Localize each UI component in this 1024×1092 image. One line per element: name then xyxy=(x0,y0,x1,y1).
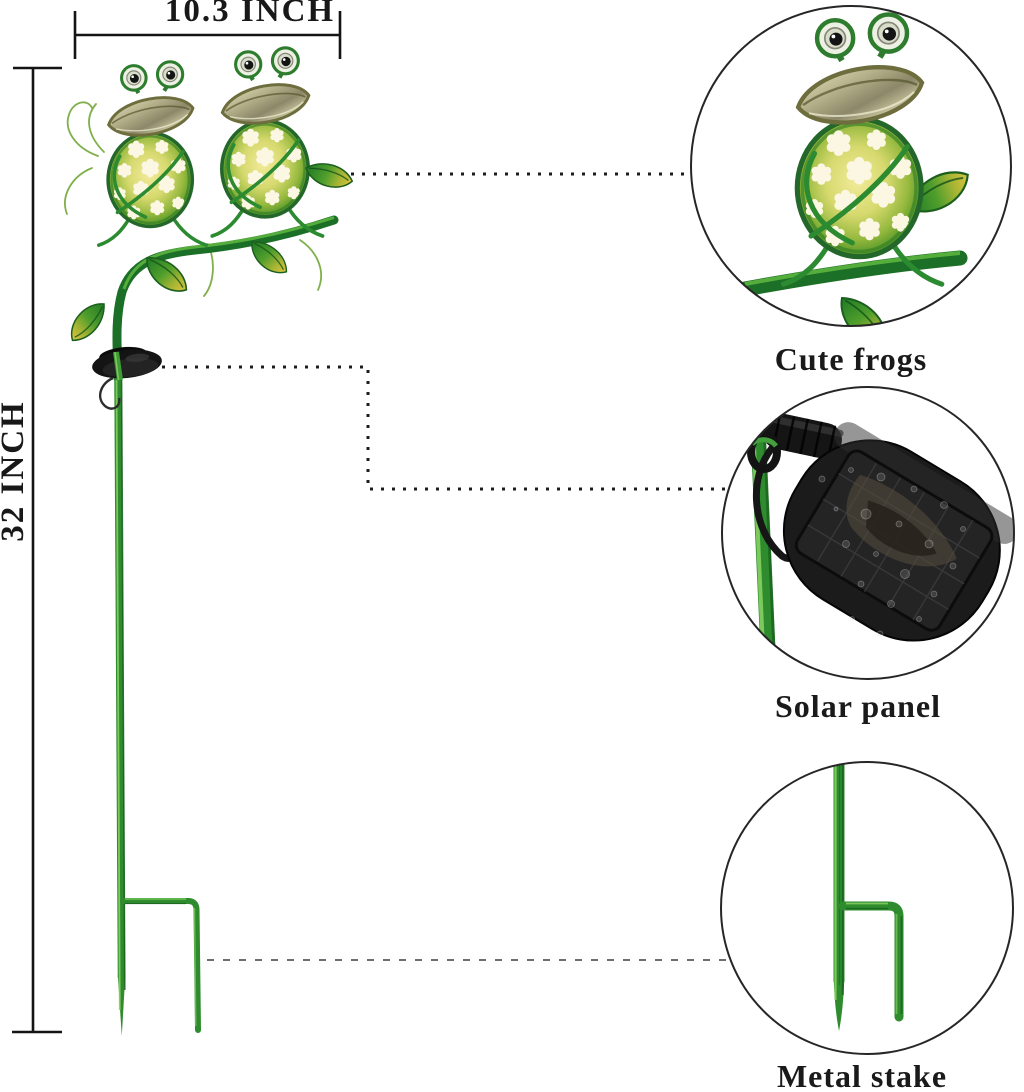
callout-label-solar-panel: Solar panel xyxy=(775,688,941,724)
callout-circle-solar xyxy=(721,386,1015,680)
callout-label-metal-stake: Metal stake xyxy=(776,1058,948,1092)
connector-solar xyxy=(162,365,725,491)
callout-circle-frogs xyxy=(690,5,1012,327)
frog-left xyxy=(99,62,207,245)
height-dimension-line xyxy=(12,66,62,1034)
frog-right xyxy=(212,48,322,236)
main-product-art xyxy=(61,48,356,1036)
width-dimension-label: 10.3 INCH xyxy=(164,0,336,29)
solar-panel-main xyxy=(92,346,162,410)
width-dimension-line xyxy=(73,11,342,59)
callout-circle-stake xyxy=(720,761,1014,1055)
callout-label-cute-frogs: Cute frogs xyxy=(774,341,928,377)
height-dimension-label: 32 INCH xyxy=(0,400,31,542)
